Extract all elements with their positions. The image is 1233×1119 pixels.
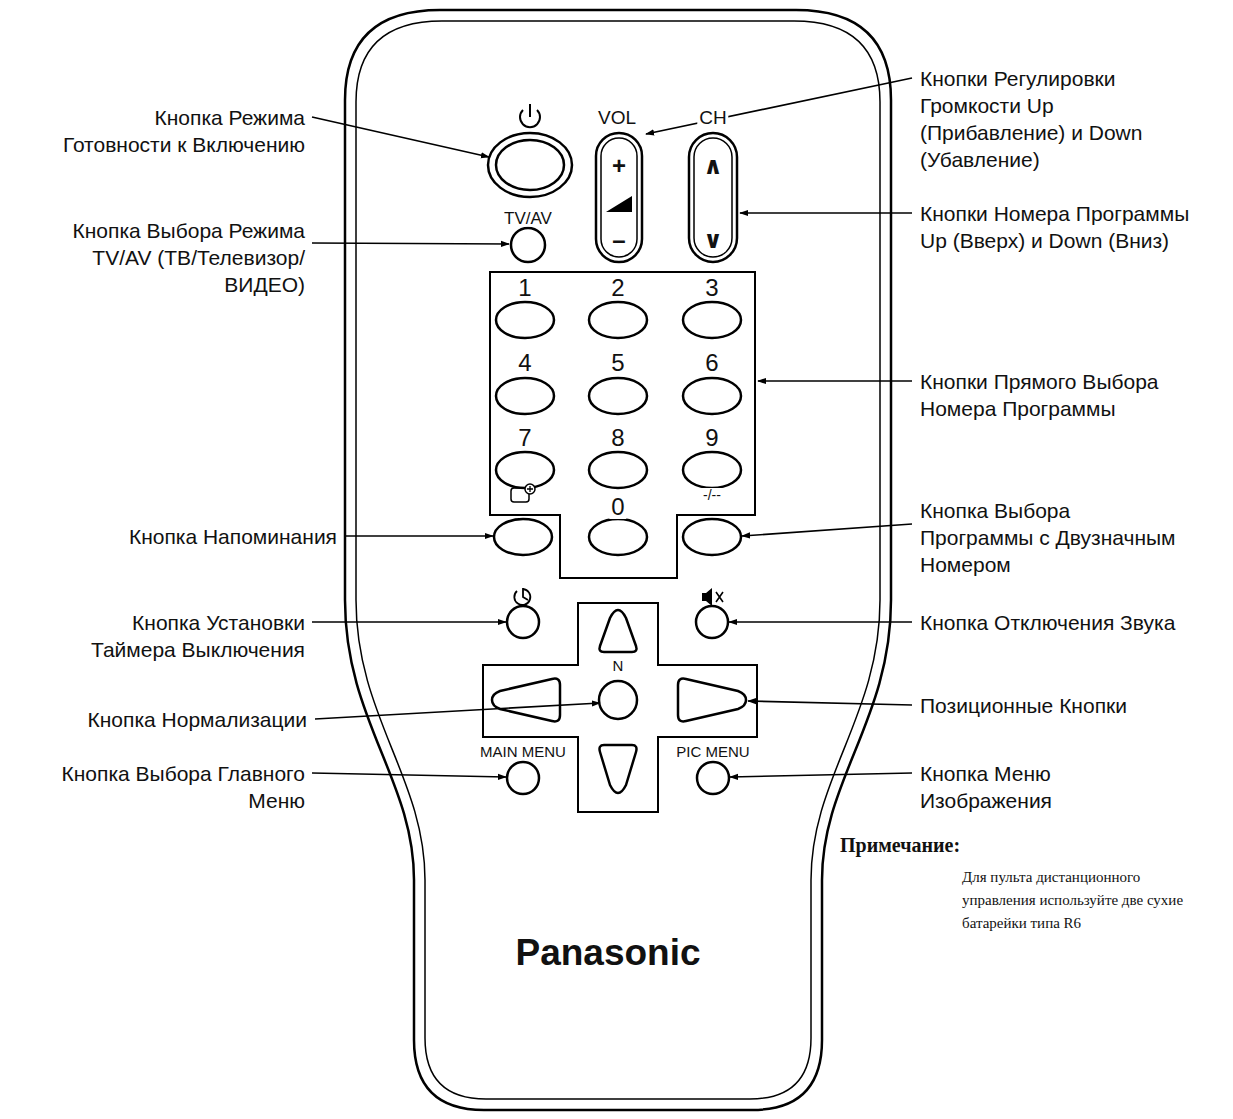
remote-buttons [678, 679, 746, 722]
button-symbol: + [610, 154, 628, 178]
button-label: MAIN MENU [478, 744, 568, 759]
remote-buttons [600, 610, 637, 652]
remote-buttons [496, 378, 554, 414]
callout-label: Кнопки Регулировки Громкости Up (Прибавл… [920, 65, 1165, 173]
remote-buttons [697, 762, 729, 794]
remote-buttons [683, 378, 741, 414]
button-icons [527, 486, 533, 492]
button-symbol: ∨ [701, 228, 725, 252]
remote-buttons [496, 140, 564, 190]
callout-label: Кнопка Нормализации [88, 706, 307, 733]
button-label: VOL [596, 108, 638, 127]
remote-buttons [492, 679, 560, 722]
remote-buttons [683, 302, 741, 338]
callout-label: Кнопка Меню Изображения [920, 760, 1070, 814]
callout-label: Кнопка Режима Готовности к Включению [43, 104, 305, 158]
button-label: -/-- [701, 488, 723, 502]
leader-line [729, 621, 912, 623]
button-number: 6 [703, 351, 720, 375]
button-label: CH [697, 108, 728, 127]
remote-buttons [496, 302, 554, 338]
note-text: Для пульта дистанционного управления исп… [962, 866, 1207, 935]
remote-buttons [589, 452, 647, 488]
remote-buttons [507, 762, 539, 794]
remote-buttons [507, 606, 539, 638]
remote-body [356, 21, 880, 1099]
remote-buttons [683, 519, 741, 555]
button-number: 7 [516, 426, 533, 450]
callout-label: Кнопка Отключения Звука [920, 609, 1175, 636]
leader-line [646, 78, 912, 134]
remote-buttons [589, 302, 647, 338]
callout-label: Кнопки Прямого Выбора Номера Программы [920, 368, 1200, 422]
leader-line [312, 117, 489, 157]
callout-label: Кнопка Установки Таймера Выключения [80, 609, 305, 663]
remote-buttons [599, 681, 637, 719]
remote-body [345, 10, 891, 1110]
remote-body [345, 10, 891, 1110]
button-number: 5 [609, 351, 626, 375]
button-icons [511, 104, 723, 606]
leader-line [312, 621, 506, 623]
callout-label: Кнопки Номера Программы Up (Вверх) и Dow… [920, 200, 1200, 254]
button-label: N [611, 658, 626, 673]
button-icons [606, 196, 632, 212]
remote-buttons [511, 228, 545, 262]
remote-buttons [496, 452, 554, 488]
remote-buttons [683, 452, 741, 488]
callout-label: Позиционные Кнопки [920, 692, 1127, 719]
remote-buttons [490, 272, 755, 578]
button-label: PIC MENU [674, 744, 751, 759]
leader-line [758, 380, 912, 382]
remote-buttons [696, 606, 728, 638]
leader-line [315, 703, 600, 719]
leader-line [345, 535, 493, 537]
leader-line [312, 773, 506, 777]
leader-line [730, 773, 912, 777]
button-label: TV/AV [502, 210, 554, 227]
leader-line [748, 701, 912, 705]
remote-buttons [483, 133, 757, 812]
remote-buttons [694, 138, 732, 257]
remote-buttons [600, 745, 637, 793]
button-number: 9 [703, 426, 720, 450]
remote-buttons [601, 138, 637, 257]
button-number: 0 [609, 495, 626, 519]
brand-logo: Panasonic [513, 934, 702, 971]
button-icons [702, 588, 712, 606]
remote-buttons [689, 133, 737, 262]
button-icons [529, 104, 531, 117]
button-number: 2 [609, 276, 626, 300]
remote-buttons [488, 133, 572, 197]
button-number: 8 [609, 426, 626, 450]
remote-buttons [596, 133, 642, 262]
button-number: 4 [516, 351, 533, 375]
button-icons [716, 592, 723, 602]
leader-line [312, 243, 509, 244]
callout-label: Кнопка Выбора Главного Меню [40, 760, 305, 814]
button-icons [523, 588, 528, 600]
callout-label: Кнопка Напоминания [129, 523, 337, 550]
leader-line [740, 212, 912, 214]
leader-line [742, 524, 912, 536]
button-number: 3 [703, 276, 720, 300]
remote-buttons [589, 378, 647, 414]
note-heading: Примечание: [840, 833, 960, 857]
leader-line [312, 78, 912, 777]
button-icons [525, 484, 535, 494]
button-icons [514, 589, 530, 605]
button-symbol: ∧ [701, 154, 725, 178]
callout-label: Кнопка Выбора Режима TV/AV (ТВ/Телевизор… [65, 217, 305, 298]
button-number: 1 [516, 276, 533, 300]
remote-buttons [494, 519, 552, 555]
callout-label: Кнопка Выбора Программы с Двузначным Ном… [920, 497, 1182, 578]
remote-buttons [589, 519, 647, 555]
button-symbol: – [610, 228, 627, 252]
